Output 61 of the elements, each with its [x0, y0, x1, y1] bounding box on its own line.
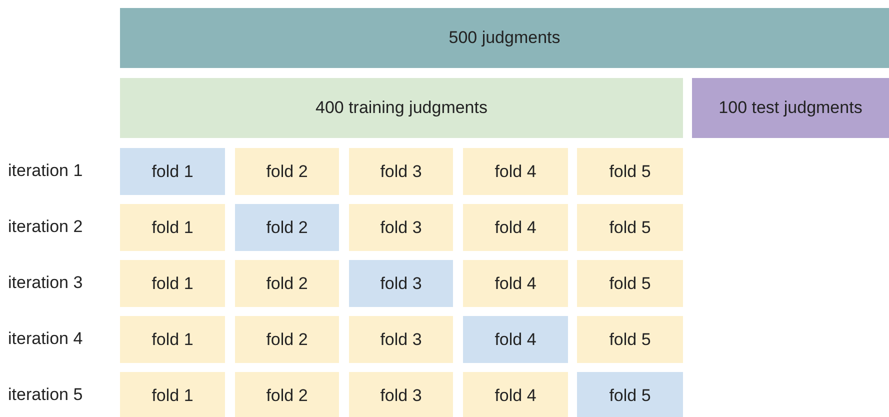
- box-label: 400 training judgments: [315, 98, 488, 118]
- box-label: fold 1: [152, 330, 194, 350]
- training-fold-cell: [235, 148, 339, 195]
- training-fold-cell: [120, 372, 225, 417]
- row-label: iteration 1: [8, 161, 83, 181]
- box-label: fold 3: [380, 218, 422, 238]
- box-label: fold 3: [380, 330, 422, 350]
- box-label: fold 5: [609, 218, 651, 238]
- box-label: fold 3: [380, 386, 422, 406]
- training-fold-cell: [463, 204, 568, 251]
- box-label: fold 5: [609, 274, 651, 294]
- training-fold-cell: [463, 148, 568, 195]
- validation-fold-cell: [463, 316, 568, 363]
- total-bar: [120, 8, 889, 68]
- row-label: iteration 3: [8, 273, 83, 293]
- box-label: 500 judgments: [448, 28, 560, 48]
- box-label: fold 2: [266, 330, 308, 350]
- box-label: fold 4: [494, 218, 536, 238]
- validation-fold-cell: [349, 260, 453, 307]
- training-fold-cell: [463, 260, 568, 307]
- training-fold-cell: [120, 316, 225, 363]
- box-label: fold 4: [494, 330, 536, 350]
- box-label: fold 3: [380, 274, 422, 294]
- training-fold-cell: [463, 372, 568, 417]
- training-fold-cell: [577, 204, 683, 251]
- training-fold-cell: [120, 260, 225, 307]
- training-fold-cell: [349, 204, 453, 251]
- training-fold-cell: [577, 316, 683, 363]
- box-label: fold 1: [152, 386, 194, 406]
- training-fold-cell: [349, 372, 453, 417]
- box-label: fold 4: [494, 274, 536, 294]
- test-bar: [692, 78, 889, 138]
- training-bar: [120, 78, 683, 138]
- training-fold-cell: [349, 148, 453, 195]
- row-label: iteration 4: [8, 329, 83, 349]
- box-label: fold 5: [609, 162, 651, 182]
- training-fold-cell: [235, 372, 339, 417]
- box-label: fold 3: [380, 162, 422, 182]
- box-label: fold 2: [266, 218, 308, 238]
- row-label: iteration 2: [8, 217, 83, 237]
- validation-fold-cell: [577, 372, 683, 417]
- box-label: fold 1: [152, 218, 194, 238]
- box-label: fold 4: [494, 162, 536, 182]
- validation-fold-cell: [235, 204, 339, 251]
- training-fold-cell: [235, 260, 339, 307]
- training-fold-cell: [349, 316, 453, 363]
- box-label: fold 2: [266, 162, 308, 182]
- box-label: fold 1: [152, 162, 194, 182]
- box-label: fold 2: [266, 386, 308, 406]
- box-label: 100 test judgments: [718, 98, 862, 118]
- training-fold-cell: [235, 316, 339, 363]
- training-fold-cell: [577, 148, 683, 195]
- training-fold-cell: [120, 204, 225, 251]
- training-fold-cell: [577, 260, 683, 307]
- validation-fold-cell: [120, 148, 225, 195]
- box-label: fold 2: [266, 274, 308, 294]
- box-label: fold 5: [609, 386, 651, 406]
- row-label: iteration 5: [8, 385, 83, 405]
- box-label: fold 4: [494, 386, 536, 406]
- box-label: fold 5: [609, 330, 651, 350]
- box-label: fold 1: [152, 274, 194, 294]
